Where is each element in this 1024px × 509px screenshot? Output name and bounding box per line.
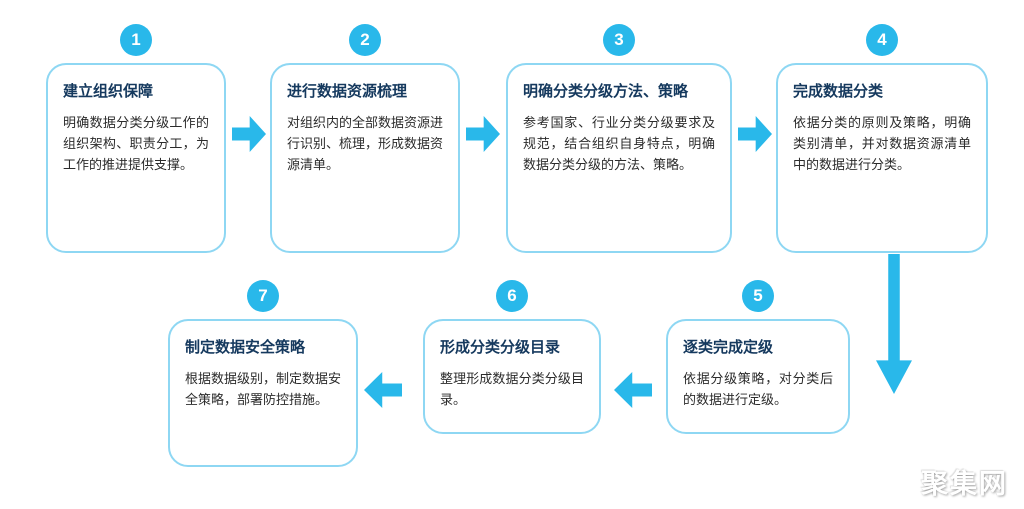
step-box: 制定数据安全策略 根据数据级别，制定数据安全策略，部署防控措施。	[168, 319, 358, 467]
step-card-1: 1 建立组织保障 明确数据分类分级工作的组织架构、职责分工，为工作的推进提供支撑…	[46, 24, 226, 253]
arrow-right-icon	[738, 116, 772, 152]
step-number-badge: 1	[120, 24, 152, 56]
arrow-down-icon	[876, 254, 912, 394]
step-box: 建立组织保障 明确数据分类分级工作的组织架构、职责分工，为工作的推进提供支撑。	[46, 63, 226, 253]
step-card-3: 3 明确分类分级方法、策略 参考国家、行业分类分级要求及规范，结合组织自身特点，…	[506, 24, 732, 253]
step-description: 整理形成数据分类分级目录。	[440, 371, 584, 408]
step-title: 建立组织保障	[63, 83, 154, 100]
arrow-left-icon	[614, 372, 652, 408]
step-title: 完成数据分类	[793, 83, 884, 100]
step-box: 完成数据分类 依据分类的原则及策略，明确类别清单，并对数据资源清单中的数据进行分…	[776, 63, 988, 253]
step-title: 形成分类分级目录	[440, 339, 561, 356]
step-title: 明确分类分级方法、策略	[523, 83, 689, 100]
step-number-badge: 6	[496, 280, 528, 312]
step-number-badge: 5	[742, 280, 774, 312]
step-card-6: 6 形成分类分级目录 整理形成数据分类分级目录。	[423, 280, 601, 434]
step-description: 根据数据级别，制定数据安全策略，部署防控措施。	[185, 371, 342, 408]
step-card-7: 7 制定数据安全策略 根据数据级别，制定数据安全策略，部署防控措施。	[168, 280, 358, 467]
step-title: 制定数据安全策略	[185, 339, 306, 356]
arrow-right-icon	[232, 116, 266, 152]
step-number-badge: 4	[866, 24, 898, 56]
step-card-4: 4 完成数据分类 依据分类的原则及策略，明确类别清单，并对数据资源清单中的数据进…	[776, 24, 988, 253]
step-box: 逐类完成定级 依据分级策略，对分类后的数据进行定级。	[666, 319, 850, 434]
step-title: 进行数据资源梳理	[287, 83, 408, 100]
step-box: 进行数据资源梳理 对组织内的全部数据资源进行识别、梳理，形成数据资源清单。	[270, 63, 460, 253]
site-watermark: 聚集网	[921, 469, 1008, 499]
step-box: 明确分类分级方法、策略 参考国家、行业分类分级要求及规范，结合组织自身特点，明确…	[506, 63, 732, 253]
step-description: 依据分类的原则及策略，明确类别清单，并对数据资源清单中的数据进行分类。	[793, 115, 971, 172]
step-box: 形成分类分级目录 整理形成数据分类分级目录。	[423, 319, 601, 434]
step-number-badge: 7	[247, 280, 279, 312]
step-card-5: 5 逐类完成定级 依据分级策略，对分类后的数据进行定级。	[666, 280, 850, 434]
step-title: 逐类完成定级	[683, 339, 774, 356]
step-number-badge: 2	[349, 24, 381, 56]
step-description: 对组织内的全部数据资源进行识别、梳理，形成数据资源清单。	[287, 115, 444, 172]
arrow-right-icon	[466, 116, 500, 152]
arrow-left-icon	[364, 372, 402, 408]
step-description: 明确数据分类分级工作的组织架构、职责分工，为工作的推进提供支撑。	[63, 115, 209, 172]
step-number-badge: 3	[603, 24, 635, 56]
step-description: 参考国家、行业分类分级要求及规范，结合组织自身特点，明确数据分类分级的方法、策略…	[523, 115, 715, 172]
step-card-2: 2 进行数据资源梳理 对组织内的全部数据资源进行识别、梳理，形成数据资源清单。	[270, 24, 460, 253]
step-description: 依据分级策略，对分类后的数据进行定级。	[683, 371, 833, 408]
